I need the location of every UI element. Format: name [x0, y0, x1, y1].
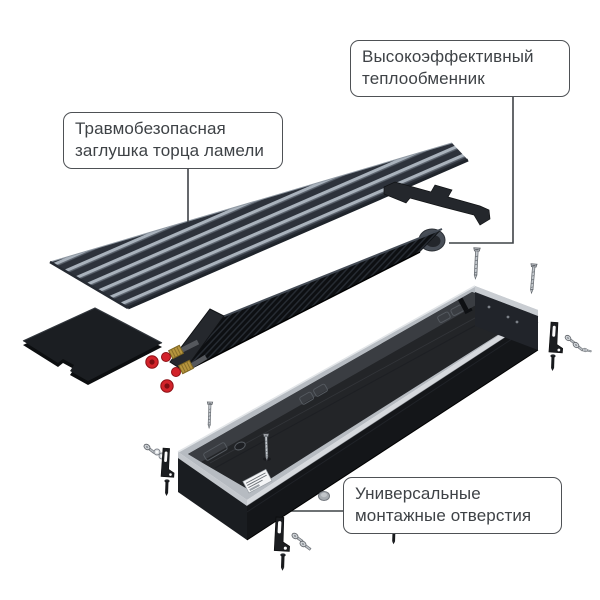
- callout-mounting-holes: Универсальные монтажные отверстия: [343, 477, 562, 535]
- fastener-cluster-left: [142, 442, 177, 497]
- callout-lamella-end-cap: Травмобезопасная заглушка торца ламели: [63, 112, 283, 170]
- box-end-face: [475, 292, 538, 350]
- screw: [549, 354, 556, 372]
- floor-hole: [234, 441, 246, 451]
- screw: [471, 247, 481, 280]
- screw: [279, 553, 286, 571]
- leader-line: [449, 95, 514, 244]
- box-far-wall: [188, 292, 485, 462]
- fastener-cluster-right: [548, 321, 592, 372]
- heat-exchanger: [145, 228, 446, 393]
- screw: [571, 340, 585, 353]
- valve-brass: [177, 359, 195, 375]
- mounting-strip: [383, 181, 491, 226]
- knockout: [299, 383, 328, 405]
- red-cap: [161, 352, 171, 362]
- fastener-cluster-bottom: [273, 516, 313, 571]
- trench-box: [177, 285, 539, 541]
- mounting-bracket: [548, 321, 565, 354]
- box-front-face: [247, 316, 538, 540]
- screw: [298, 539, 313, 552]
- red-cap: [171, 367, 181, 377]
- screw: [582, 347, 592, 354]
- grille: [49, 142, 469, 310]
- lamella-end-cap-part: [22, 307, 163, 385]
- screw: [163, 479, 170, 497]
- red-cap: [160, 379, 174, 393]
- mounting-bracket: [273, 516, 292, 552]
- mounting-bracket: [160, 447, 177, 478]
- screw: [527, 263, 538, 295]
- screw: [205, 401, 214, 429]
- red-cap: [145, 355, 159, 369]
- knockout: [203, 442, 228, 461]
- inner-bracket: [458, 297, 473, 315]
- valve-brass: [167, 344, 185, 360]
- callout-heat-exchanger: Высокоэффективный теплообменник: [350, 40, 570, 98]
- box-floor: [201, 300, 523, 491]
- drain-plug: [318, 491, 330, 501]
- product-sticker: [242, 468, 273, 494]
